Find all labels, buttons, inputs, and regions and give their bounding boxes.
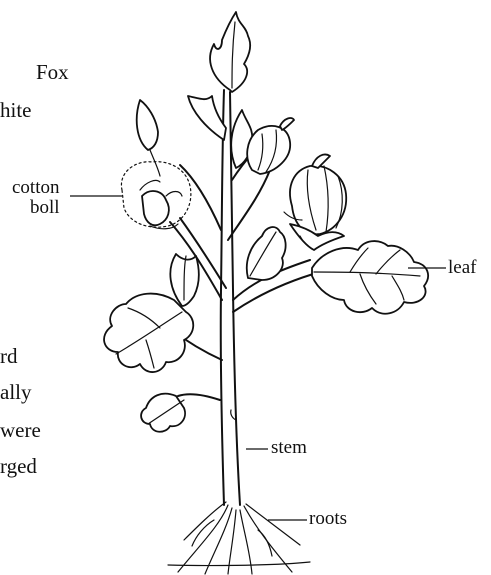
right-leaf-drawing — [312, 241, 428, 314]
roots-drawing — [168, 502, 310, 574]
small-boll-drawing — [247, 118, 294, 174]
top-leaf-drawing — [188, 12, 252, 168]
flower-boll-drawing — [284, 154, 346, 250]
roots-label: roots — [309, 509, 347, 529]
cotton-boll-label: cotton boll — [12, 178, 60, 218]
leaf-label: leaf — [448, 258, 476, 278]
lower-leaf-drawing — [141, 394, 185, 432]
mid-right-leaf-drawing — [247, 227, 286, 280]
left-leaf-drawing — [104, 254, 199, 372]
stem-label: stem — [271, 438, 307, 458]
bud-drawing — [137, 100, 160, 176]
